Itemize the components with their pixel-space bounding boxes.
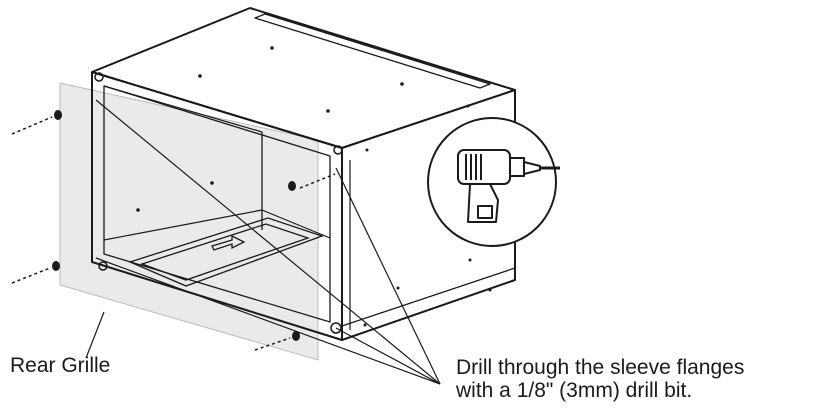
sleeve-floor-edge — [261, 209, 331, 239]
top-face-screws — [136, 46, 492, 327]
leader-lines — [85, 99, 441, 385]
power-drill-icon — [457, 149, 560, 223]
tray-arrow-icon — [211, 234, 246, 251]
drill-callout — [427, 117, 560, 247]
base-tray — [128, 217, 324, 287]
sleeve-back-edge-top — [103, 85, 263, 133]
rear-grille-label: Rear Grille — [10, 354, 111, 377]
top-rail-groove — [254, 13, 491, 89]
sleeve-bottom-lip — [341, 267, 516, 327]
sleeve-inner-frame — [103, 85, 331, 323]
instruction-line-1: Drill through the sleeve flanges — [456, 356, 745, 379]
instruction-line-2: with a 1/8" (3mm) drill bit. — [456, 379, 693, 402]
screw-icon — [52, 110, 300, 341]
corner-screws — [94, 72, 343, 334]
screw-guides — [11, 116, 336, 351]
rear-grille-panel — [59, 82, 319, 361]
sleeve-front-frame — [91, 71, 343, 341]
